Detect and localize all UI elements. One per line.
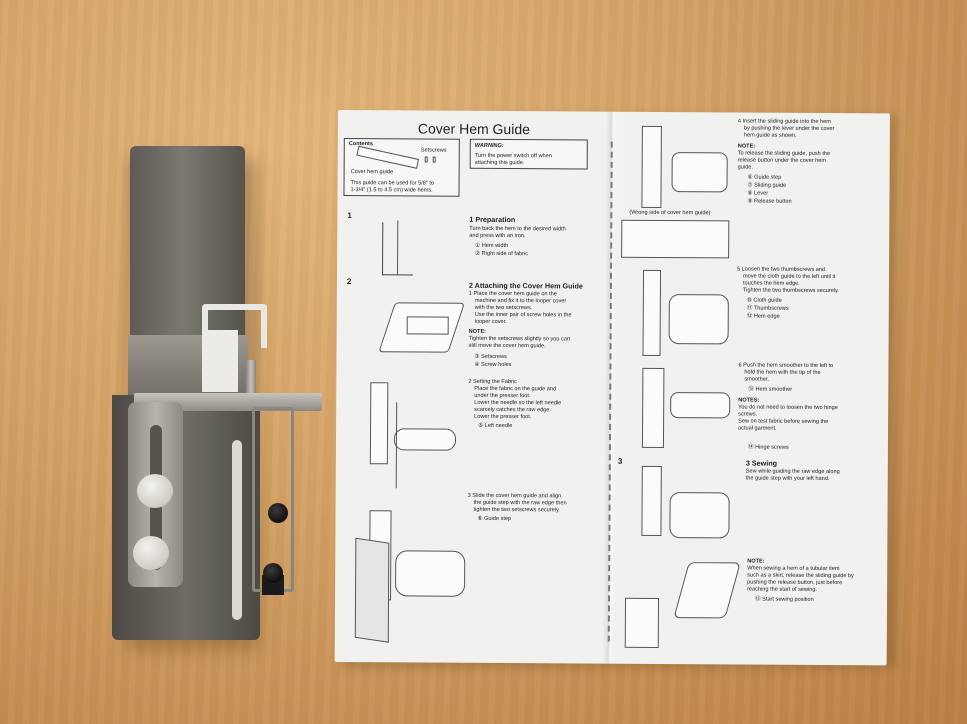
- step-3-foot-illustration: [641, 465, 662, 536]
- guide-plate-illustration: [395, 550, 466, 597]
- thumbscrew-knob-upper: [137, 474, 173, 508]
- step-4-foot-illustration: [641, 125, 662, 208]
- step-6-foot-illustration: [641, 367, 665, 448]
- step-2b-item-1: ⑤ Left needle: [478, 422, 513, 430]
- step-3-number: 3: [617, 456, 623, 466]
- thumbscrew-knob-lower: [133, 536, 169, 570]
- step-2-item-2: ④ Screw holes: [474, 361, 512, 369]
- warning-heading: WARNING:: [474, 142, 504, 150]
- hinge-screw-lower: [263, 563, 283, 583]
- guide-label: Cover hem guide: [350, 169, 394, 176]
- step-5-foot-illustration: [642, 269, 662, 356]
- step-1-number: 1: [347, 211, 352, 221]
- step-2-heading: 2 Attaching the Cover Hem Guide: [468, 280, 583, 291]
- step-1-item-1: ① Hem width: [475, 242, 509, 250]
- setscrew-icon: [432, 156, 436, 163]
- step-3-guide-illustration: [669, 492, 730, 539]
- step-4-item-3: ⑧ Lever: [747, 190, 769, 197]
- step-6-item-top: ⑬ Hem smoother: [748, 386, 793, 393]
- step-6-line-3: smoother.: [744, 376, 769, 383]
- step-1-line-2: and press with an iron.: [469, 232, 526, 240]
- tubular-hem-illustration: [673, 562, 741, 619]
- step-6-item-1: ⑭ Hinge screws: [747, 444, 789, 451]
- guide-slot-illustration: [393, 428, 457, 451]
- step-1-heading: 1 Preparation: [469, 214, 516, 225]
- step-2-item-1: ③ Setscrews: [474, 353, 507, 361]
- step-2b-line-6: Lower the presser foot.: [474, 413, 532, 421]
- step-2-line-5: looper cover.: [474, 318, 507, 326]
- final-note-item-1: ⑮ Start sewing position: [754, 596, 814, 603]
- instruction-manual: Cover Hem Guide Contents Setscrews Cover…: [334, 110, 890, 666]
- step-5-line-4: Tighten the two thumbscrews securely.: [742, 287, 839, 295]
- step-2c-item-1: ⑥ Guide step: [477, 515, 512, 523]
- presser-foot-illustration: [369, 382, 389, 465]
- step-2c-line-3: tighten the two setscrews securely.: [473, 506, 560, 514]
- step-3-line-2: the guide step with your left hand.: [745, 475, 830, 483]
- step-5-guide-illustration: [668, 294, 729, 345]
- fabric-illustration: [354, 537, 390, 643]
- step-2-number: 2: [346, 277, 352, 287]
- step-5-item-2: ⑪ Thumbscrews: [746, 305, 789, 312]
- step-6-note-line-4: actual garment.: [738, 425, 777, 432]
- step-4-underside-illustration: [621, 219, 730, 259]
- step-2-note-line-2: still move the cover hem guide.: [468, 342, 546, 350]
- step-5-item-1: ⑩ Cloth guide: [746, 297, 782, 304]
- step-3-heading: 3 Sewing: [745, 458, 778, 468]
- manual-title: Cover Hem Guide: [417, 120, 530, 138]
- start-position-illustration: [624, 597, 660, 648]
- setscrews-label: Setscrews: [420, 147, 447, 154]
- white-sliding-clip: [202, 304, 267, 348]
- contents-box: Contents Setscrews Cover hem guide This …: [343, 138, 460, 197]
- warning-box: WARNING: Turn the power switch off when …: [469, 138, 588, 170]
- step-4-line-3: hem guide as shown.: [743, 132, 797, 139]
- final-note-line-4: reaching the start of sewing.: [747, 586, 818, 593]
- step-5-item-3: ⑫ Hem edge: [746, 313, 780, 320]
- guide-post: [246, 360, 256, 400]
- step-4-item-4: ⑨ Release button: [747, 198, 792, 205]
- setscrew-icon: [424, 156, 428, 163]
- white-clip-leg: [202, 330, 238, 392]
- step-4-caption: (Wrong side of cover hem guide): [629, 209, 711, 217]
- step-1-item-2: ② Right side of fabric: [475, 250, 529, 258]
- step-4-guide-illustration: [671, 152, 728, 193]
- step-4-item-2: ⑦ Sliding guide: [747, 182, 787, 189]
- warning-line-2: attaching this guide.: [474, 159, 525, 167]
- hinge-screw-upper: [268, 503, 288, 523]
- step-6-smoother-illustration: [670, 392, 731, 419]
- step-4-note-line-3: guide.: [737, 164, 753, 171]
- step-4-item-1: ⑥ Guide step: [747, 174, 782, 181]
- range-line-2: 1-3/4" (1.5 to 4.5 cm) wide hems.: [350, 187, 433, 194]
- guide-on-machine: [406, 316, 449, 335]
- guide-sketch: [356, 145, 420, 169]
- rail-slot: [232, 440, 242, 620]
